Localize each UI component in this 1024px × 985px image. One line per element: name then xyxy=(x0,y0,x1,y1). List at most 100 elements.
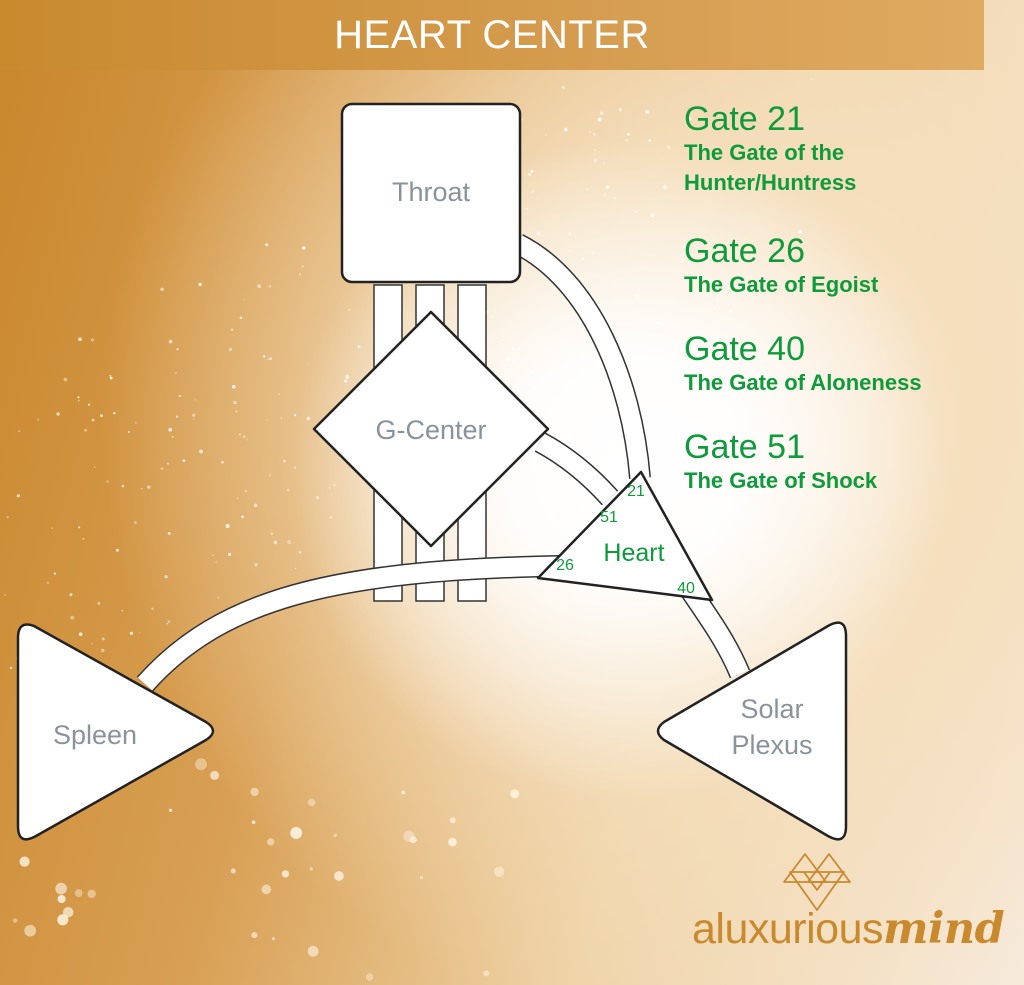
sparkle-dot xyxy=(301,265,305,268)
sparkle-dot xyxy=(566,397,569,400)
gate-21-entry: Gate 21 The Gate of the Hunter/Huntress xyxy=(684,100,856,198)
sparkle-dot xyxy=(6,515,9,519)
sparkle-dot xyxy=(113,412,116,415)
sparkle-dot xyxy=(233,400,237,405)
sparkle-dot xyxy=(100,414,103,418)
bokeh-dot xyxy=(307,798,316,807)
g-center xyxy=(312,310,550,548)
page-title: HEART CENTER xyxy=(334,12,650,57)
sparkle-dot xyxy=(596,357,599,360)
sparkle-dot xyxy=(648,139,652,142)
sparkle-dot xyxy=(789,259,794,264)
sparkle-dot xyxy=(88,403,90,406)
solar-plexus-center xyxy=(656,621,848,841)
sparkle-dot xyxy=(688,116,692,121)
sparkle-dot xyxy=(176,415,179,418)
sparkle-dot xyxy=(293,413,297,417)
sparkle-dot xyxy=(134,421,137,424)
gate-40-number: Gate 40 xyxy=(684,330,805,368)
sparkle-dot xyxy=(109,376,113,380)
g-center-label: G-Center xyxy=(375,415,486,445)
bokeh-dot xyxy=(272,937,275,940)
sparkle-dot xyxy=(298,550,302,554)
sparkle-dot xyxy=(84,429,87,432)
sparkle-dot xyxy=(268,285,272,288)
sparkle-dot xyxy=(231,384,236,389)
sparkle-dot xyxy=(164,575,168,579)
spleen-label: Spleen xyxy=(53,720,137,750)
sparkle-dot xyxy=(175,372,177,374)
sparkle-dot xyxy=(593,149,597,152)
sparkle-dot xyxy=(357,345,361,349)
gate-40-name: The Gate of Aloneness xyxy=(684,370,922,395)
sparkle-dot xyxy=(254,563,258,567)
sparkle-dot xyxy=(594,242,596,244)
bokeh-dot xyxy=(195,758,207,771)
sparkle-dot xyxy=(139,632,141,634)
bokeh-dot xyxy=(267,838,275,846)
sparkle-dot xyxy=(168,427,173,432)
sparkle-dot xyxy=(244,490,248,493)
title-bar: HEART CENTER xyxy=(0,0,984,70)
sparkle-dot xyxy=(581,257,584,260)
sparkle-dot xyxy=(716,298,720,302)
sparkle-dot xyxy=(563,127,568,132)
sparkle-dot xyxy=(56,412,60,416)
bokeh-dot xyxy=(409,836,417,844)
sparkle-dot xyxy=(78,337,82,342)
bokeh-dot xyxy=(168,808,173,812)
gate-26-number: Gate 26 xyxy=(684,232,805,270)
sparkle-dot xyxy=(286,488,290,492)
sparkle-dot xyxy=(243,298,245,301)
sparkle-dot xyxy=(239,316,243,320)
bokeh-dot xyxy=(334,871,344,881)
sparkle-dot xyxy=(106,480,109,483)
sparkle-dot xyxy=(215,561,217,563)
sparkle-dot xyxy=(18,430,21,433)
bokeh-dot xyxy=(333,833,338,838)
sparkle-dot xyxy=(199,449,203,454)
sparkle-dot xyxy=(134,521,137,524)
sparkle-dot xyxy=(90,338,95,342)
sparkle-dot xyxy=(759,172,761,174)
sparkle-dot xyxy=(280,417,282,419)
gate-26-name: The Gate of Egoist xyxy=(684,272,879,297)
sparkle-dot xyxy=(593,158,598,163)
sparkle-dot xyxy=(101,637,105,641)
sparkle-dot xyxy=(531,190,534,193)
sparkle-dot xyxy=(51,527,54,529)
sparkle-dot xyxy=(129,631,133,635)
sparkle-dot xyxy=(151,607,154,611)
sparkle-dot xyxy=(680,258,684,263)
bokeh-dot xyxy=(87,889,96,899)
bokeh-dot xyxy=(251,932,258,939)
bokeh-dot xyxy=(483,970,490,977)
sparkle-dot xyxy=(246,438,249,441)
sparkle-dot xyxy=(345,374,350,379)
gate-40-entry: Gate 40 The Gate of Aloneness xyxy=(684,330,922,398)
sparkle-dot xyxy=(530,169,534,173)
sparkle-dot xyxy=(294,466,297,469)
sparkle-dot xyxy=(306,416,311,421)
heart-gate-51: 51 xyxy=(600,509,618,526)
bokeh-dot xyxy=(401,790,406,795)
gate-21-name-1: The Gate of the xyxy=(684,140,845,165)
heart-gate-21: 21 xyxy=(627,483,645,500)
sparkle-dot xyxy=(333,484,336,486)
sparkle-dot xyxy=(192,418,195,420)
sparkle-dot xyxy=(91,642,93,645)
sparkle-dot xyxy=(176,348,179,351)
sparkle-dot xyxy=(569,249,572,252)
sparkle-dot xyxy=(37,418,40,421)
sparkle-dot xyxy=(561,85,566,89)
sparkle-dot xyxy=(4,594,6,596)
sparkle-dot xyxy=(682,244,686,248)
sparkle-dot xyxy=(267,358,269,360)
sparkle-dot xyxy=(171,435,174,438)
sparkle-dot xyxy=(9,666,13,669)
sparkle-dot xyxy=(619,108,622,111)
sparkle-dot xyxy=(230,328,234,331)
bokeh-dot xyxy=(261,884,272,895)
sparkle-dot xyxy=(645,110,649,114)
